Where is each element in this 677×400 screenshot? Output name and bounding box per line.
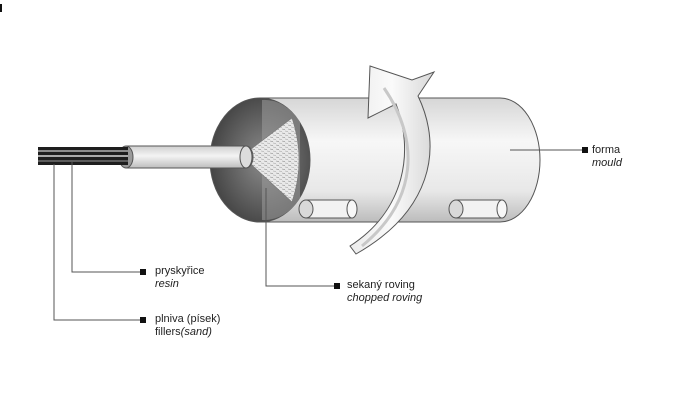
label-forma-cs: forma: [592, 144, 621, 156]
label-roving-en: chopped roving: [347, 292, 423, 304]
label-plniva-en: fillers(sand): [155, 326, 220, 339]
chopped-roving-spray: [241, 117, 300, 203]
rotation-arrow: [349, 65, 436, 255]
label-forma-en: mould: [592, 157, 622, 169]
material-inlet: [38, 147, 128, 165]
label-pryskyrice-en: resin: [155, 278, 179, 290]
tick-plniva: [140, 317, 146, 323]
label-plniva-en-paren: (sand): [180, 326, 212, 338]
leader-plniva: [53, 164, 140, 321]
label-plniva: plniva (písek) fillers(sand): [155, 313, 220, 339]
leader-lines: [53, 149, 584, 321]
label-roving: sekaný roving chopped roving: [347, 279, 422, 305]
label-pryskyrice-cs: pryskyřice: [155, 265, 205, 277]
label-forma: forma mould: [592, 144, 622, 170]
tick-pryskyrice: [140, 269, 146, 275]
leader-pryskyrice: [71, 162, 140, 273]
tick-roving: [334, 283, 340, 289]
support-roller-right: [448, 199, 508, 219]
feed-tube: [118, 145, 254, 169]
support-roller-left: [298, 199, 358, 219]
label-plniva-cs: plniva (písek): [155, 313, 221, 325]
leader-roving: [265, 188, 334, 287]
corner-mark: [0, 4, 2, 12]
label-roving-cs: sekaný roving: [347, 279, 415, 291]
tick-forma: [582, 147, 588, 153]
label-pryskyrice: pryskyřice resin: [155, 265, 205, 291]
label-plniva-en-prefix: fillers: [155, 326, 181, 338]
mould-cylinder-body: [259, 97, 541, 223]
